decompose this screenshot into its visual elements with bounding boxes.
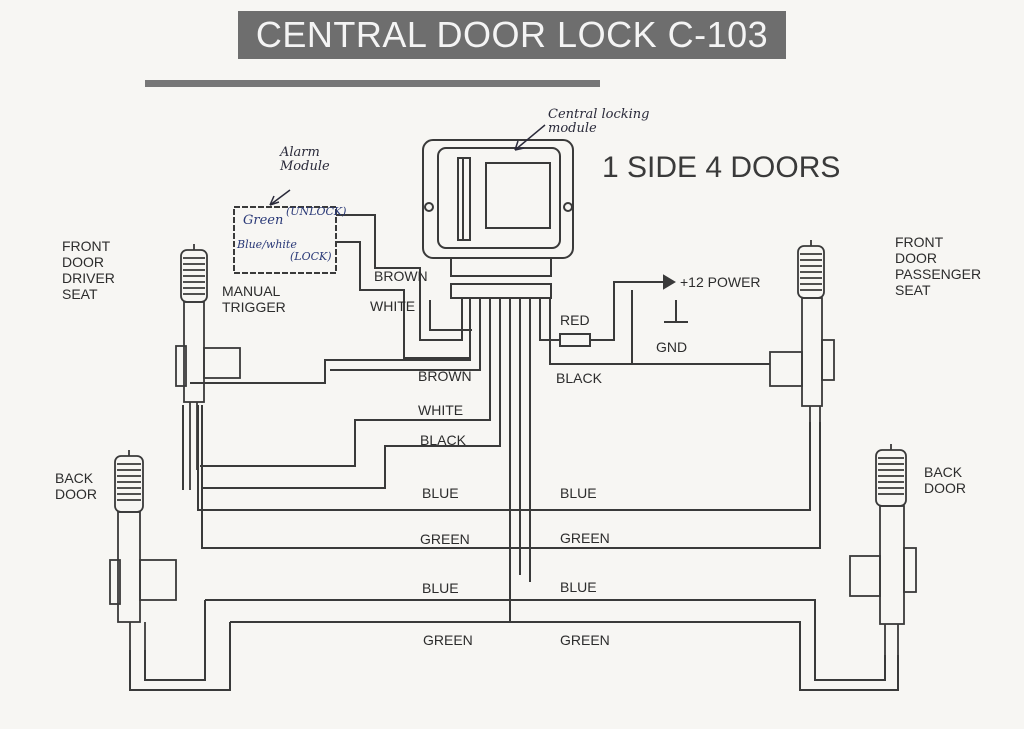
label-red-wire: RED xyxy=(560,312,590,328)
label-brown-top: BROWN xyxy=(374,268,428,284)
label-front-door-passenger: FRONT DOOR PASSENGER SEAT xyxy=(895,234,982,298)
actuator-front-driver xyxy=(175,244,241,490)
handwritten-green: Green xyxy=(243,213,284,228)
handwritten-blue-white: Blue/white xyxy=(237,238,297,251)
label-green-2-left: GREEN xyxy=(423,632,473,648)
label-white-top: WHITE xyxy=(370,298,416,314)
handwritten-lock: (LOCK) xyxy=(290,250,332,263)
title-underline xyxy=(145,80,600,87)
label-black-wire: BLACK xyxy=(420,432,466,448)
diagram-subtitle: 1 SIDE 4 DOORS xyxy=(602,151,841,184)
central-locking-module xyxy=(422,139,574,299)
label-back-door-right: BACK DOOR xyxy=(924,464,966,496)
label-blue-1-right: BLUE xyxy=(560,485,597,501)
label-blue-2-right: BLUE xyxy=(560,579,597,595)
label-green-1-right: GREEN xyxy=(560,530,610,546)
actuator-back-left xyxy=(109,450,177,650)
handwritten-unlock: (UNLOCK) xyxy=(286,205,347,218)
label-black-power-wire: BLACK xyxy=(556,370,602,386)
handwritten-alarm-module: Alarm Module xyxy=(280,145,330,174)
label-blue-1-left: BLUE xyxy=(422,485,459,501)
label-manual-trigger: MANUAL TRIGGER xyxy=(222,283,286,315)
label-green-2-right: GREEN xyxy=(560,632,610,648)
actuator-back-right xyxy=(849,444,917,655)
label-brown-wire: BROWN xyxy=(418,368,472,384)
label-green-1-left: GREEN xyxy=(420,531,470,547)
label-back-door-left: BACK DOOR xyxy=(55,470,97,502)
page-title: CENTRAL DOOR LOCK C-103 xyxy=(238,11,786,59)
alarm-module-box xyxy=(233,206,470,359)
handwritten-central-locking-module: Central locking module xyxy=(548,107,650,136)
label-blue-2-left: BLUE xyxy=(422,580,459,596)
actuator-front-passenger xyxy=(769,240,835,500)
label-front-door-driver: FRONT DOOR DRIVER SEAT xyxy=(62,238,115,302)
label-12-power: +12 POWER xyxy=(680,274,761,290)
label-white-wire: WHITE xyxy=(418,402,464,418)
label-gnd: GND xyxy=(656,339,688,355)
